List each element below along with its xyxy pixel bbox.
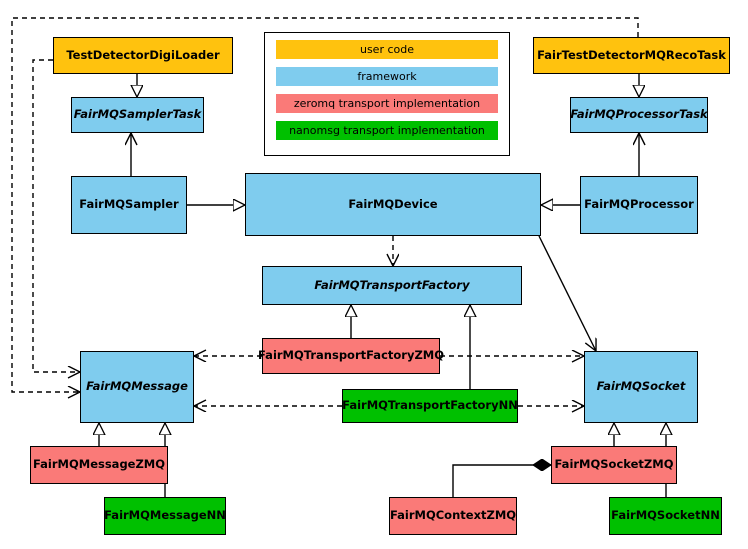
class-node-fairmq-socket[interactable]: FairMQSocket <box>584 351 698 423</box>
class-label: FairMQTransportFactory <box>314 277 470 292</box>
class-label: FairTestDetectorMQRecoTask <box>537 47 726 62</box>
legend: user code framework zeromq transport imp… <box>264 32 510 156</box>
class-label: FairMQMessage <box>86 379 188 394</box>
class-label: FairMQTransportFactoryZMQ <box>258 348 445 363</box>
class-label: FairMQDevice <box>348 196 438 211</box>
class-node-fairmq-processor[interactable]: FairMQProcessor <box>580 176 698 234</box>
class-label: FairMQMessageNN <box>104 508 226 523</box>
class-node-test-detector-digi-loader[interactable]: TestDetectorDigiLoader <box>53 37 233 74</box>
class-label: FairMQContextZMQ <box>389 508 517 523</box>
class-label: FairMQProcessorTask <box>570 107 708 122</box>
class-node-fair-test-detector-mq-reco-task[interactable]: FairTestDetectorMQRecoTask <box>533 37 730 74</box>
class-node-fairmq-context-zmq[interactable]: FairMQContextZMQ <box>389 497 517 535</box>
class-label: FairMQSocketZMQ <box>554 457 674 472</box>
class-node-fairmq-socket-zmq[interactable]: FairMQSocketZMQ <box>551 446 677 484</box>
class-label: TestDetectorDigiLoader <box>66 47 220 62</box>
legend-item-zeromq: zeromq transport implementation <box>276 94 498 113</box>
legend-label-zeromq: zeromq transport implementation <box>293 97 481 110</box>
class-node-fairmq-sampler-task[interactable]: FairMQSamplerTask <box>71 97 204 133</box>
class-node-fairmq-message-nn[interactable]: FairMQMessageNN <box>104 497 226 535</box>
class-label: FairMQProcessor <box>584 197 694 212</box>
legend-label-nanomsg: nanomsg transport implementation <box>289 124 485 137</box>
class-label: FairMQTransportFactoryNN <box>342 398 518 413</box>
class-node-fairmq-transport-factory[interactable]: FairMQTransportFactory <box>262 266 522 305</box>
legend-label-user-code: user code <box>359 43 415 56</box>
legend-item-user-code: user code <box>276 40 498 59</box>
class-node-fairmq-processor-task[interactable]: FairMQProcessorTask <box>570 97 708 133</box>
legend-label-framework: framework <box>357 70 417 83</box>
class-label: FairMQSocketNN <box>611 508 720 523</box>
class-node-fairmq-socket-nn[interactable]: FairMQSocketNN <box>609 497 722 535</box>
class-label: FairMQSampler <box>79 197 179 212</box>
class-label: FairMQSocket <box>596 379 686 394</box>
class-node-fairmq-transport-factory-zmq[interactable]: FairMQTransportFactoryZMQ <box>258 338 444 374</box>
legend-item-nanomsg: nanomsg transport implementation <box>276 121 498 140</box>
class-node-fairmq-message[interactable]: FairMQMessage <box>80 351 194 423</box>
class-node-fairmq-sampler[interactable]: FairMQSampler <box>71 176 187 234</box>
class-node-fairmq-message-zmq[interactable]: FairMQMessageZMQ <box>30 446 168 484</box>
class-node-fairmq-transport-factory-nn[interactable]: FairMQTransportFactoryNN <box>342 389 518 423</box>
class-node-fairmq-device[interactable]: FairMQDevice <box>245 173 541 236</box>
legend-item-framework: framework <box>276 67 498 86</box>
class-label: FairMQSamplerTask <box>73 107 202 122</box>
class-label: FairMQMessageZMQ <box>32 457 166 472</box>
